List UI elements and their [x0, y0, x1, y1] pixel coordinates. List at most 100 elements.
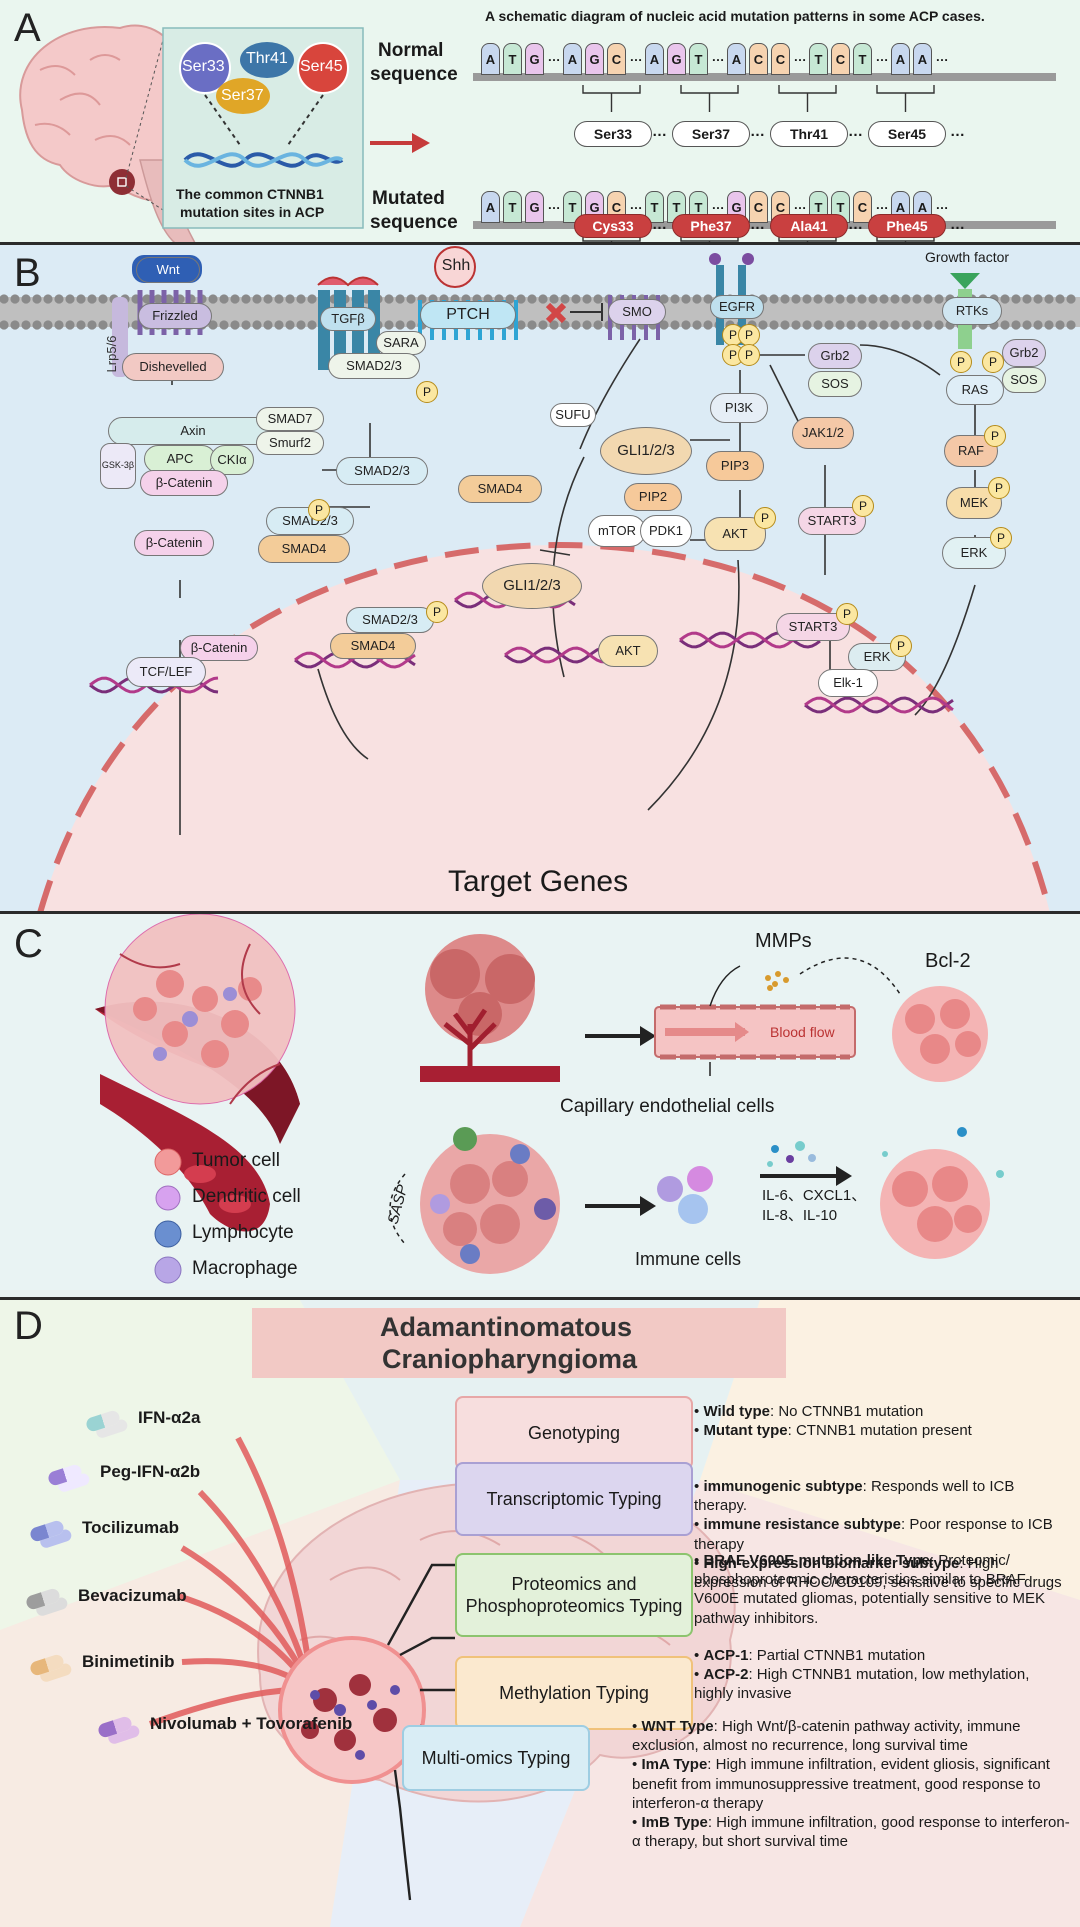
inset-caption-1: The common CTNNB1 [176, 186, 324, 202]
phospho-badge: P [836, 603, 858, 625]
bullet: • [694, 1552, 700, 1569]
typing-description: • BRAF V600E mutation-like Type: Proteom… [694, 1551, 1064, 1628]
aa-ser33: Ser33 [574, 121, 652, 147]
inset-ser37: Ser37 [221, 87, 264, 104]
growth-factor-label: Growth factor [925, 249, 1010, 265]
sequence-gap: … [793, 197, 807, 212]
base-tile: A [481, 191, 500, 223]
subtype-detail: : High Wnt/β-catenin pathway activity, i… [632, 1718, 1021, 1755]
typing-line: • ImA Type: High immune infiltration, ev… [632, 1755, 1072, 1813]
base-tile: C [749, 191, 768, 223]
title-line-1: Adamantinomatous [380, 1312, 633, 1342]
subtype-detail: : Responds well to ICB therapy. [694, 1478, 1015, 1515]
phospho-badge: P [308, 499, 330, 521]
macrophage-icon [154, 1256, 182, 1284]
mmps-particles [765, 971, 789, 991]
base-tile: A [727, 43, 746, 75]
pdk1-node: PDK1 [640, 515, 692, 547]
subtype-name: High-expression biomarker subtype [703, 1554, 960, 1572]
typing-line: • immune resistance subtype: Poor respon… [694, 1515, 1064, 1553]
aa-mut-dots-4: … [950, 216, 965, 233]
smad4-node-3: SMAD4 [330, 633, 416, 659]
sos-node-1: SOS [808, 371, 862, 397]
phospho-badge: P [984, 425, 1006, 447]
base-tile: T [503, 43, 522, 75]
immune-cells-label: Immune cells [635, 1249, 742, 1269]
sequence-gap: … [793, 49, 807, 64]
growth-factor-icon [950, 273, 980, 289]
aa-phe45: Phe45 [868, 214, 946, 238]
typing-box: Genotyping [455, 1396, 693, 1470]
sos-node-2: SOS [1002, 367, 1046, 393]
base-tile: G [585, 43, 604, 75]
base-tile: A [891, 43, 910, 75]
normal-label-2: sequence [370, 64, 458, 85]
grb2-node-1: Grb2 [808, 343, 862, 369]
sequence-gap: … [935, 197, 949, 212]
typing-description: • WNT Type: High Wnt/β-catenin pathway a… [632, 1717, 1072, 1851]
aa-dots-3: … [848, 123, 863, 140]
aa-mut-dots-3: … [848, 216, 863, 233]
drug-label: IFN-α2a [138, 1408, 201, 1427]
aa-cys33: Cys33 [574, 214, 652, 238]
subtype-name: Mutant type [703, 1422, 788, 1440]
subtype-name: ImB Type [641, 1813, 708, 1831]
sequence-gap: … [547, 197, 561, 212]
base-tile: T [503, 191, 522, 223]
typing-description: • Wild type: No CTNNB1 mutation• Mutant … [694, 1402, 1064, 1440]
inset-caption-2: mutation sites in ACP [180, 204, 325, 220]
panel-c-graphics [95, 914, 1004, 1284]
sequence-gap: … [547, 49, 561, 64]
subtype-name: BRAF V600E mutation-like Type [703, 1552, 930, 1569]
aa-mut-dots-2: … [750, 216, 765, 233]
phospho-badge: P [890, 635, 912, 657]
aa-ala41: Ala41 [770, 214, 848, 238]
sequence-gap: … [629, 197, 643, 212]
mutated-strand [473, 221, 1056, 229]
sasp-tumor-icon [420, 1127, 560, 1274]
legend-tumor-cell: Tumor cell [192, 1150, 280, 1171]
sara-node: SARA [376, 331, 426, 355]
normal-label-1: Normal [378, 40, 444, 61]
capillary-icon [654, 1004, 856, 1060]
base-tile: T [853, 43, 872, 75]
subtype-name: Wild type [703, 1403, 770, 1420]
panel-a-graphics [19, 24, 1056, 243]
sufu-node: SUFU [550, 403, 596, 427]
shh-label: Shh [441, 256, 471, 274]
tcf-node: TCF/LEF [126, 657, 206, 687]
aa-thr41: Thr41 [770, 121, 848, 147]
inset-ser33: Ser33 [182, 58, 225, 75]
lymphocyte-icon [154, 1220, 182, 1248]
sequence-gap: … [629, 49, 643, 64]
phospho-badge: P [982, 351, 1004, 373]
gli-node-2: GLI1/2/3 [482, 563, 582, 609]
ser37-bubble [216, 78, 270, 114]
rtks-label: RTKs [942, 297, 1002, 325]
smurf2-node: Smurf2 [256, 431, 324, 455]
subtype-detail: : Poor response to ICB therapy [694, 1516, 1053, 1553]
base-tile: C [771, 43, 790, 75]
sequence-gap: … [935, 49, 949, 64]
typing-line: • BRAF V600E mutation-like Type: Proteom… [694, 1551, 1064, 1628]
shh-ligand [434, 246, 476, 288]
capillary-label: Capillary endothelial cells [560, 1096, 775, 1117]
panel-a-caption: A schematic diagram of nucleic acid muta… [485, 8, 985, 24]
typing-box: Multi-omics Typing [402, 1725, 590, 1791]
resistant-tumor-icon [880, 1127, 1004, 1259]
phospho-badge: P [416, 381, 438, 403]
bullet: • [694, 1478, 700, 1495]
typing-line: • ACP-2: High CTNNB1 mutation, low methy… [694, 1665, 1064, 1703]
panel-b-letter: B [14, 251, 41, 295]
ras-node: RAS [946, 375, 1004, 405]
jak-node: JAK1/2 [792, 417, 854, 449]
smad4-node-2: SMAD4 [258, 535, 350, 563]
subtype-detail: : High CTNNB1 mutation, low methylation,… [694, 1666, 1030, 1703]
bullet: • [632, 1718, 638, 1735]
typing-box: Transcriptomic Typing [455, 1462, 693, 1536]
base-tile: C [831, 43, 850, 75]
bullet: • [694, 1554, 700, 1572]
gsk-node: GSK-3β [100, 443, 136, 489]
bullet: • [694, 1647, 700, 1664]
aa-ser45: Ser45 [868, 121, 946, 147]
